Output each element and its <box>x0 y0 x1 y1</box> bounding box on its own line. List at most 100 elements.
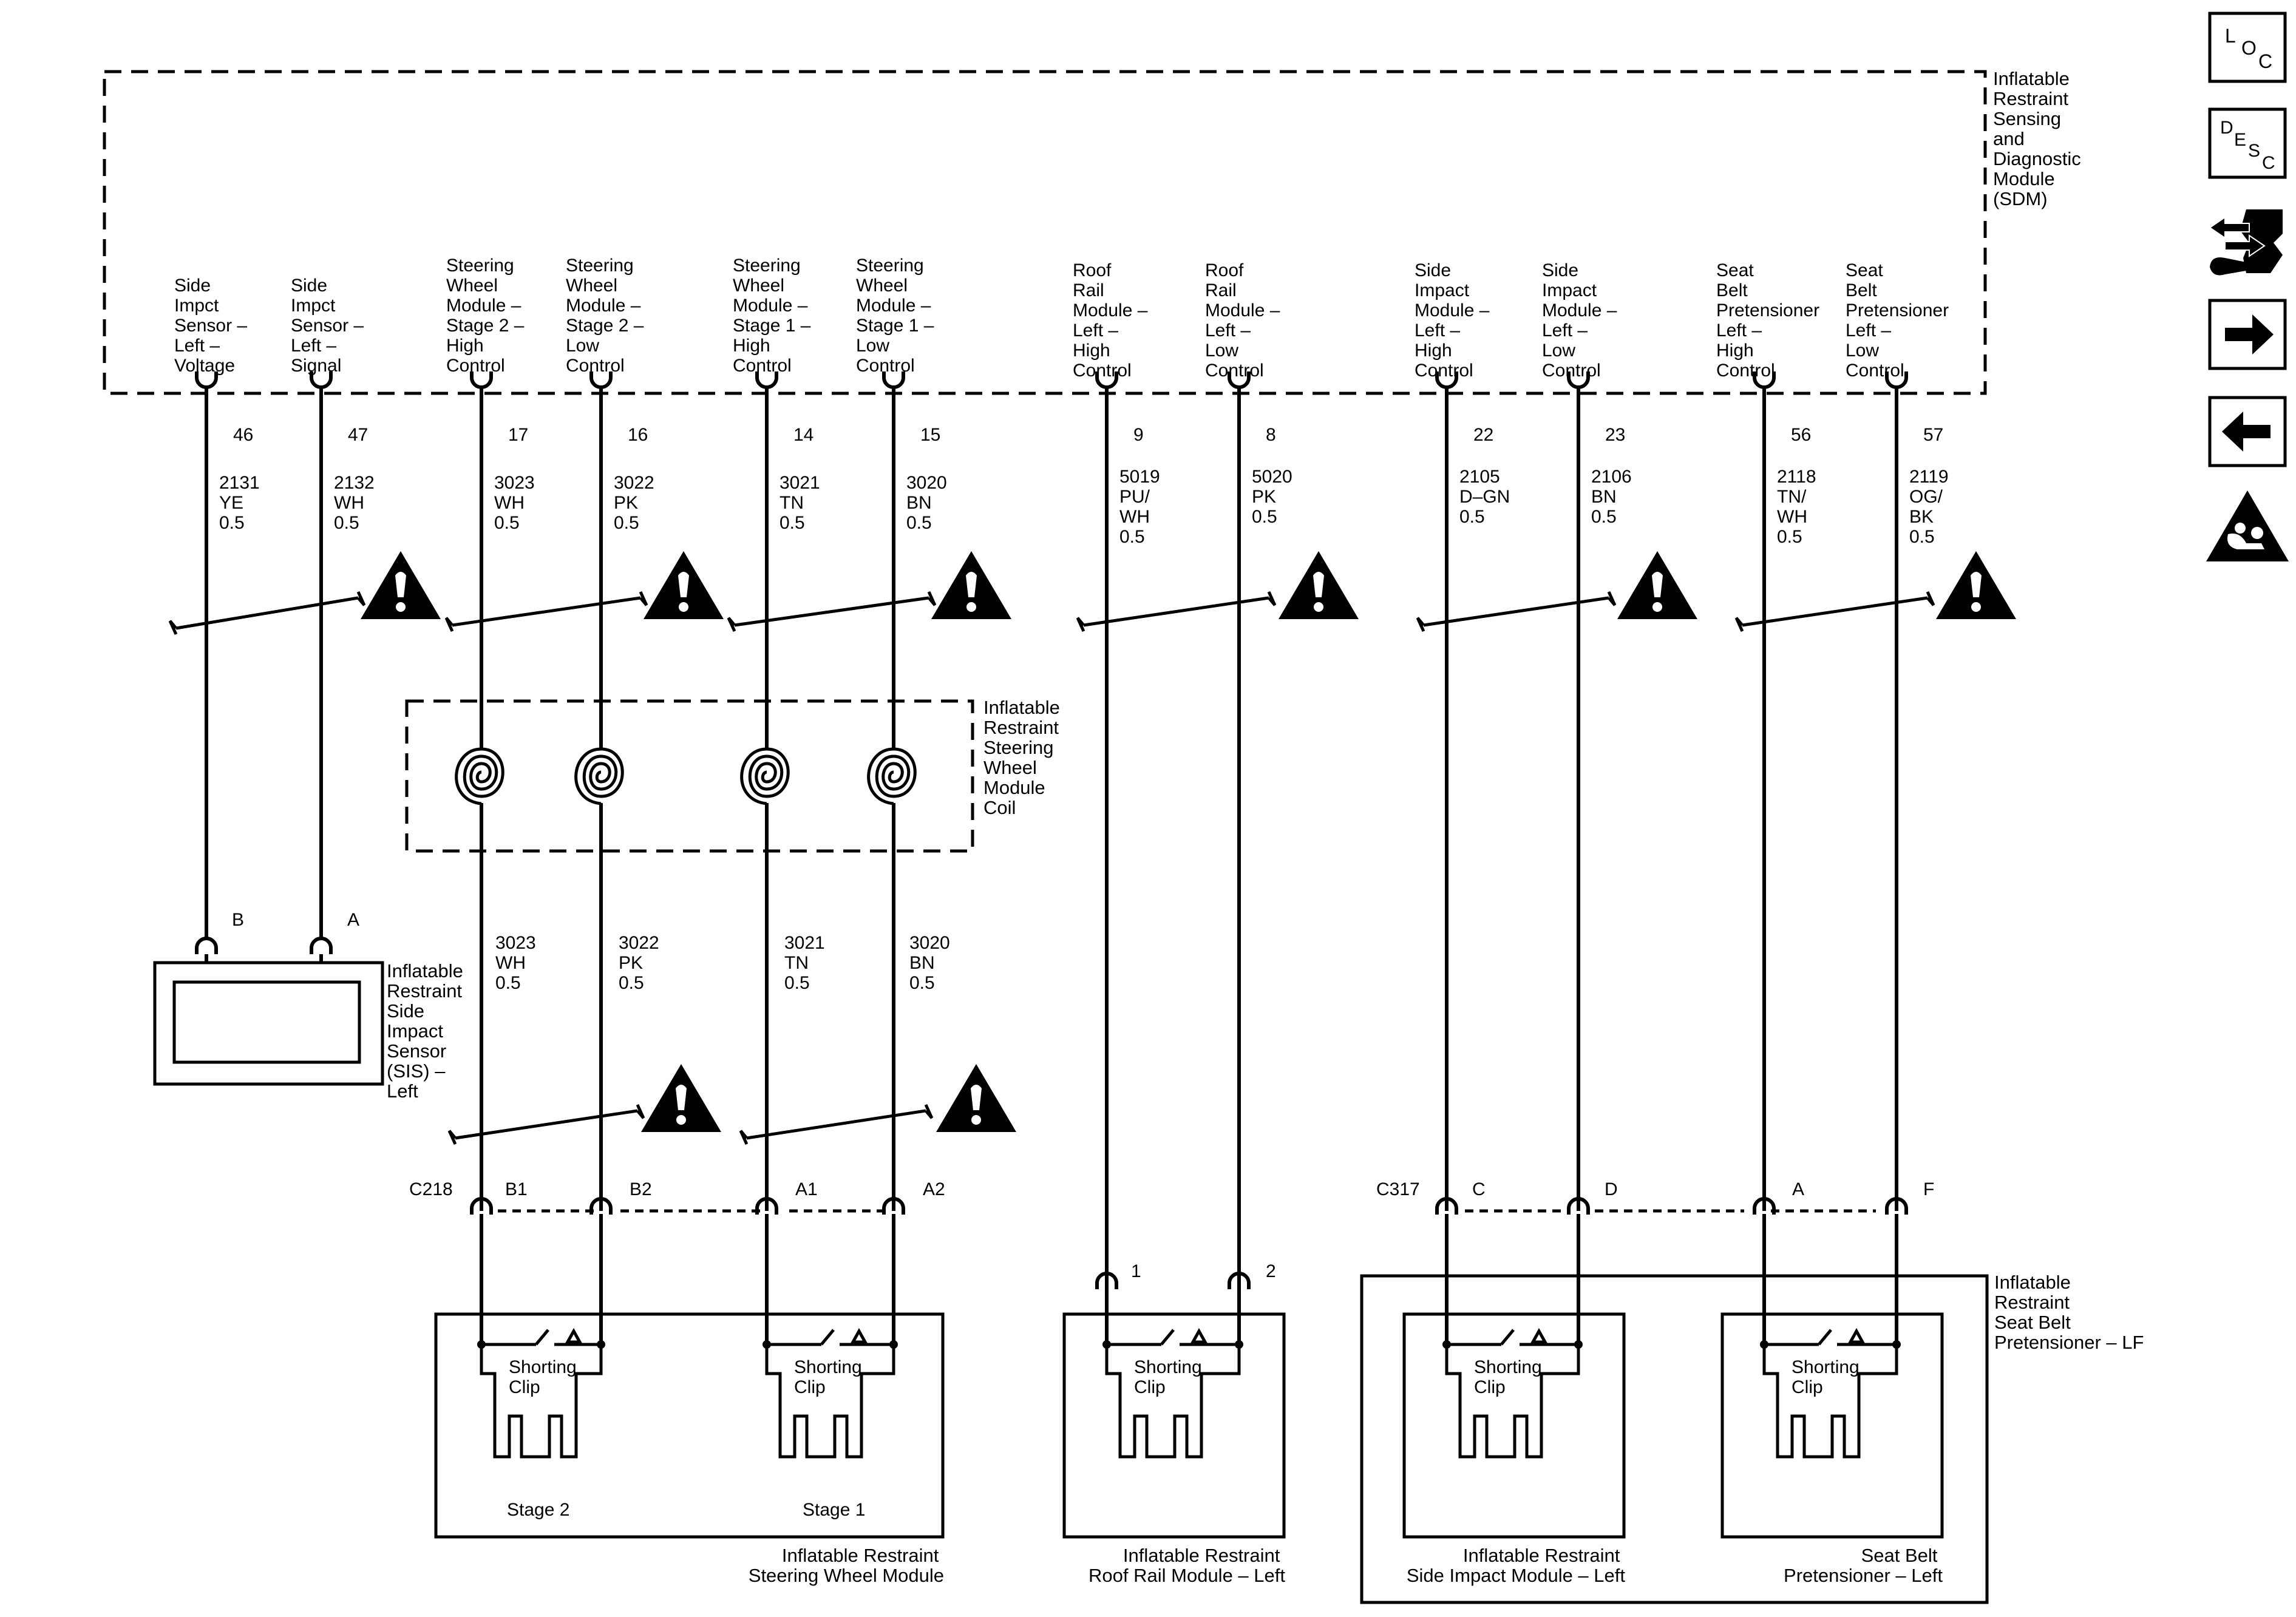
sdm-pin-name-line: Stage 1 – <box>733 316 811 336</box>
sis-label-line: Inflatable <box>387 960 463 981</box>
coil-label-line: Steering <box>983 737 1053 758</box>
clip-actuator <box>565 1327 583 1344</box>
sdm-pin-name-line: Wheel <box>733 276 784 296</box>
sis-pin-a: A <box>347 910 359 930</box>
sdm-pin-name-line: Left – <box>1716 320 1762 341</box>
sdm-pin-name-line: Control <box>733 356 792 376</box>
terminal <box>195 937 218 954</box>
pretensioner-lf-line: Restraint <box>1994 1292 2070 1313</box>
squib-body <box>1445 1344 1580 1459</box>
sdm-label-line: Inflatable <box>1993 68 2070 89</box>
wire-label-line: 2119 <box>1909 467 1949 487</box>
wire-label-line: 0.5 <box>334 513 359 533</box>
coil-label-line: Wheel <box>983 757 1037 778</box>
twisted-pair-mark <box>739 1103 934 1145</box>
roof-rail-module-line: Inflatable Restraint <box>1123 1545 1280 1566</box>
shorting-clip-label-line: Clip <box>509 1377 540 1397</box>
terminal <box>1435 1197 1458 1215</box>
caution-dot <box>676 1115 686 1125</box>
sdm-pin-name-line: Side <box>1415 260 1451 280</box>
twist-hook <box>447 1130 457 1145</box>
twist-hook <box>739 1130 749 1145</box>
sdm-pin-name-line: Wheel <box>446 276 498 296</box>
caution-dot <box>1652 602 1662 612</box>
desc-button[interactable]: D E S C <box>2208 107 2287 179</box>
wire-label-line: PK <box>614 493 638 513</box>
clip-switch <box>820 1329 835 1346</box>
steering-wheel-module-line: Inflatable Restraint <box>782 1545 939 1566</box>
sis-pin-b: B <box>232 910 244 930</box>
sdm-pin-name-line: Control <box>1846 361 1904 381</box>
loc-button[interactable]: L O C <box>2208 12 2287 83</box>
sdm-label-line: Module <box>1993 168 2055 189</box>
desc-letter-e: E <box>2234 130 2246 150</box>
coil-spiral <box>455 747 504 805</box>
coil-spiral <box>574 747 624 805</box>
wire-label-line: 0.5 <box>1252 507 1277 527</box>
clip-switch <box>1818 1329 1832 1346</box>
twisted-pair-mark <box>444 591 648 632</box>
connector-repair-icon[interactable] <box>2209 209 2283 276</box>
terminal <box>1753 1197 1776 1215</box>
sdm-pin-number: 14 <box>793 425 813 445</box>
sdm-pin-name-line: Module – <box>1205 300 1280 320</box>
c218-pin-label: A1 <box>795 1179 818 1199</box>
clip-actuator <box>1530 1327 1548 1344</box>
shorting-clip-label-line: Clip <box>1134 1377 1166 1397</box>
sis-label-line: Impact <box>387 1020 443 1042</box>
caution-dot <box>679 602 688 612</box>
shorting-clip-label-line: Shorting <box>1474 1357 1542 1377</box>
previous-arrow-icon[interactable] <box>2208 396 2287 467</box>
loc-letter-l: L <box>2225 25 2236 47</box>
twist-hook <box>1267 591 1277 606</box>
sdm-pin-number: 16 <box>628 425 648 445</box>
c317-pin-label: D <box>1605 1179 1618 1199</box>
lower-wire-line: 3021 <box>784 933 825 953</box>
shorting-clip-label-line: Shorting <box>509 1357 577 1377</box>
twist-hook <box>168 620 178 636</box>
squib-body <box>1105 1344 1241 1459</box>
seat-belt-pretensioner-line: Pretensioner – Left <box>1784 1565 1943 1586</box>
wire-label-line: 0.5 <box>1909 527 1935 547</box>
sdm-pin-name-line: Module – <box>566 296 641 316</box>
sdm-pin-name-line: Roof <box>1205 260 1244 280</box>
clip-actuator <box>1847 1327 1866 1344</box>
lower-wire-line: 3020 <box>909 933 950 953</box>
c317-pin-label: C <box>1472 1179 1486 1199</box>
next-arrow-icon[interactable] <box>2208 299 2287 370</box>
wire-label-line: 0.5 <box>779 513 805 533</box>
twist-hook <box>1076 617 1085 632</box>
lower-wire-line: 3023 <box>495 933 536 953</box>
sdm-pin-name-line: Stage 2 – <box>566 316 644 336</box>
shorting-clip-label-line: Clip <box>1474 1377 1506 1397</box>
wire-label-line: BN <box>1591 487 1617 507</box>
twisted-pair-mark <box>1416 591 1617 632</box>
desc-letter-c: C <box>2262 153 2275 173</box>
sdm-pin-name-line: Left – <box>291 336 336 356</box>
sdm-pin-name-line: Impact <box>1415 280 1470 300</box>
twist-line <box>455 1109 638 1140</box>
wire-label-line: D–GN <box>1459 487 1510 507</box>
seat-belt-pretensioner-box <box>1720 1312 1944 1539</box>
sdm-pin-name-line: Steering <box>856 256 924 276</box>
sdm-pin-name-line: Low <box>1205 341 1238 361</box>
twist-hook <box>1416 617 1425 632</box>
seat-belt-pretensioner-label: Seat Belt Pretensioner – Left <box>1784 1545 1943 1586</box>
wire-label-line: 2118 <box>1777 467 1816 487</box>
sdm-pin-name-line: Control <box>1716 361 1775 381</box>
lower-wire-label: 3022 PK 0.5 <box>619 933 664 993</box>
